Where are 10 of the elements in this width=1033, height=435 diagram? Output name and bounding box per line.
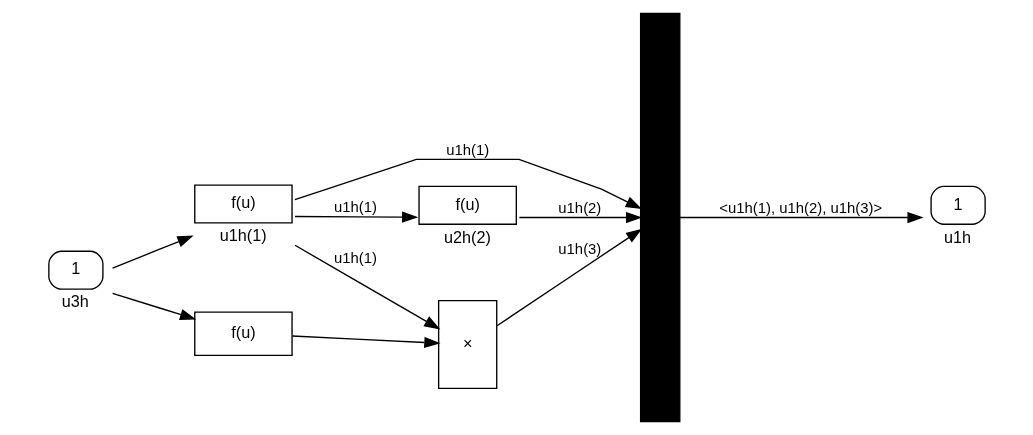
edge-label: u1h(1)	[333, 250, 377, 267]
edge-label: u1h(1)	[445, 142, 489, 159]
node-label: u2h(2)	[443, 227, 491, 246]
edge-label: <u1h(1), u1h(2), u1h(3)>	[718, 200, 882, 217]
node-label: u1h(1)	[219, 226, 267, 245]
node-label: u1h	[943, 227, 971, 246]
edge-label: u1h(3)	[557, 240, 601, 257]
edge-label: u1h(1)	[333, 198, 377, 215]
node-label: u3h	[61, 292, 89, 311]
edge-label: u1h(2)	[557, 200, 601, 217]
